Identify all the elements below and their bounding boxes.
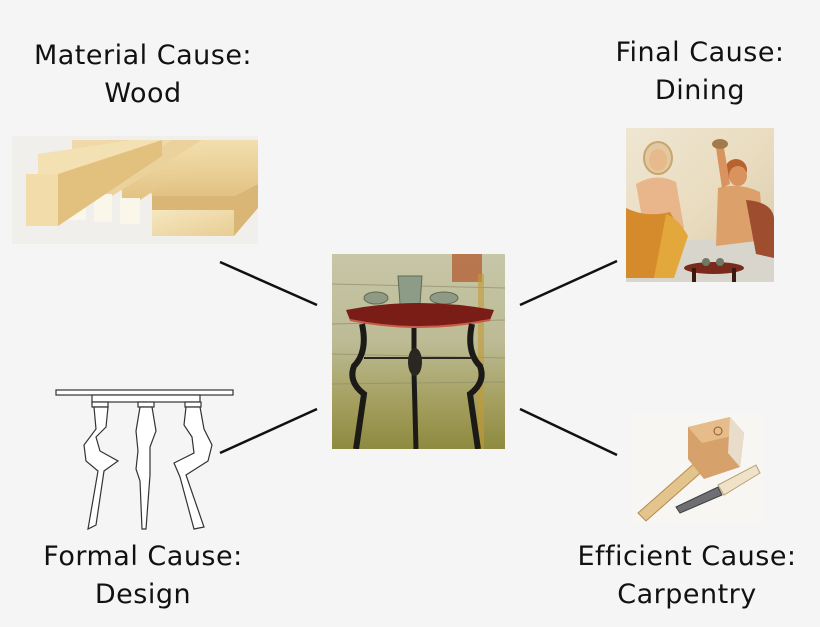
material-cause-value: Wood — [104, 78, 182, 109]
connector-material — [219, 260, 318, 307]
connector-formal — [219, 407, 318, 455]
table-line-drawing-image — [52, 385, 236, 531]
material-cause-label: Material Cause: Wood — [12, 37, 274, 113]
material-cause-title: Material Cause: — [33, 40, 253, 71]
formal-cause-value: Design — [94, 579, 192, 610]
central-table-fresco-image — [332, 254, 505, 449]
efficient-cause-label: Efficient Cause: Carpentry — [560, 538, 814, 614]
connector-final — [519, 259, 618, 307]
roman-dining-fresco-image — [626, 128, 774, 282]
mallet-and-chisel-image — [632, 413, 764, 523]
formal-cause-title: Formal Cause: — [43, 541, 243, 572]
efficient-cause-value: Carpentry — [617, 579, 757, 610]
efficient-cause-title: Efficient Cause: — [577, 541, 797, 572]
formal-cause-label: Formal Cause: Design — [12, 538, 274, 614]
final-cause-label: Final Cause: Dining — [588, 34, 812, 110]
wood-planks-image — [12, 136, 258, 244]
final-cause-value: Dining — [654, 75, 746, 106]
connector-efficient — [519, 407, 618, 457]
final-cause-title: Final Cause: — [615, 37, 785, 68]
